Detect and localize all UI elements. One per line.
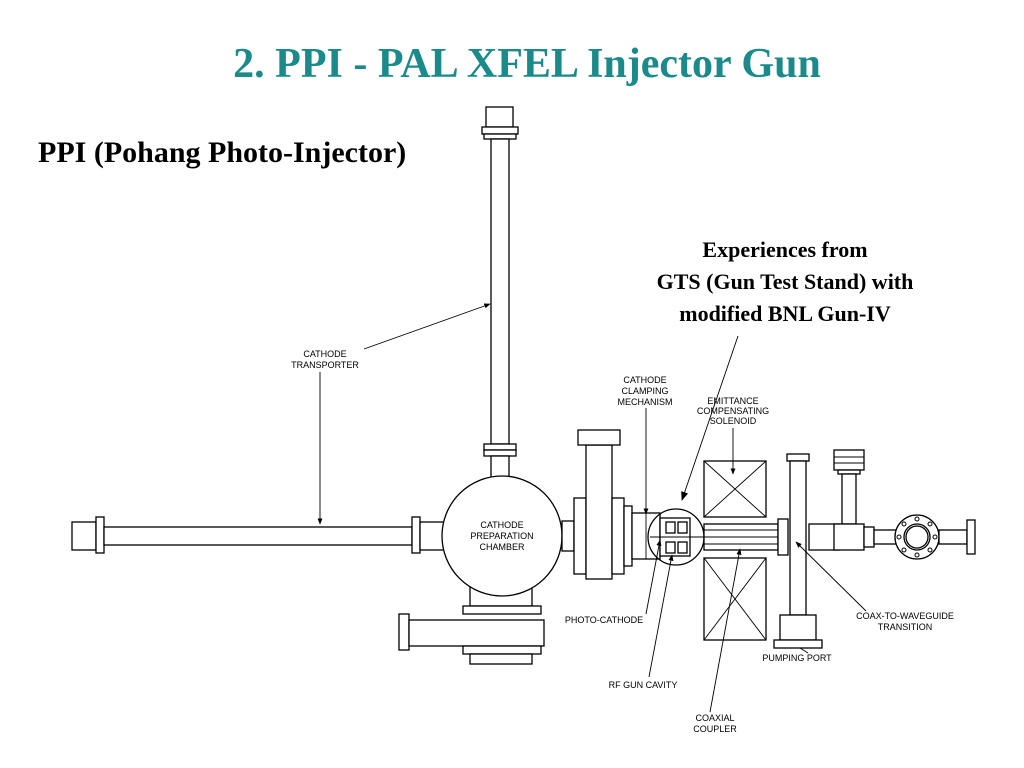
leader-lines [317, 303, 867, 713]
label-chamber-1: CATHODE [480, 520, 523, 530]
label-chamber-2: PREPARATION [470, 531, 533, 541]
vertical-transporter-tube [481, 106, 519, 479]
label-photo-cathode: PHOTO-CATHODE [565, 615, 643, 625]
note-line-2: GTS (Gun Test Stand) with [656, 269, 914, 294]
pumping-port [773, 453, 823, 649]
coax-to-waveguide-transition [808, 449, 976, 560]
label-clamping-1: CATHODE [623, 375, 666, 385]
rf-gun-cavity [647, 508, 705, 566]
label-cathode-transporter-1: CATHODE [303, 349, 346, 359]
label-pumping-port: PUMPING PORT [762, 653, 832, 663]
label-solenoid-1: EMITTANCE [707, 396, 758, 406]
emittance-solenoid [703, 460, 767, 641]
page-title: 2. PPI - PAL XFEL Injector Gun [233, 41, 821, 87]
label-clamping-3: MECHANISM [617, 397, 672, 407]
note-line-1: Experiences from [702, 237, 868, 262]
label-rf-gun-cavity: RF GUN CAVITY [609, 680, 678, 690]
label-coaxial-2: COUPLER [693, 724, 737, 734]
horizontal-transporter-tube [71, 516, 445, 554]
label-solenoid-2: COMPENSATING [697, 406, 769, 416]
label-coax-waveguide-1: COAX-TO-WAVEGUIDE [856, 611, 954, 621]
chamber-right-port [561, 429, 661, 580]
label-cathode-transporter-2: TRANSPORTER [291, 360, 359, 370]
note-line-3: modified BNL Gun-IV [679, 301, 891, 326]
label-chamber-3: CHAMBER [479, 542, 525, 552]
page-subtitle: PPI (Pohang Photo-Injector) [38, 136, 407, 169]
label-solenoid-3: SOLENOID [710, 416, 757, 426]
component-labels: CATHODE TRANSPORTER CATHODE CLAMPING MEC… [291, 349, 954, 734]
gts-note: Experiences from GTS (Gun Test Stand) wi… [600, 234, 970, 330]
label-coax-waveguide-2: TRANSITION [878, 622, 933, 632]
coaxial-coupler-tube [703, 523, 779, 551]
label-coaxial-1: COAXIAL [695, 713, 734, 723]
label-clamping-2: CLAMPING [621, 386, 668, 396]
